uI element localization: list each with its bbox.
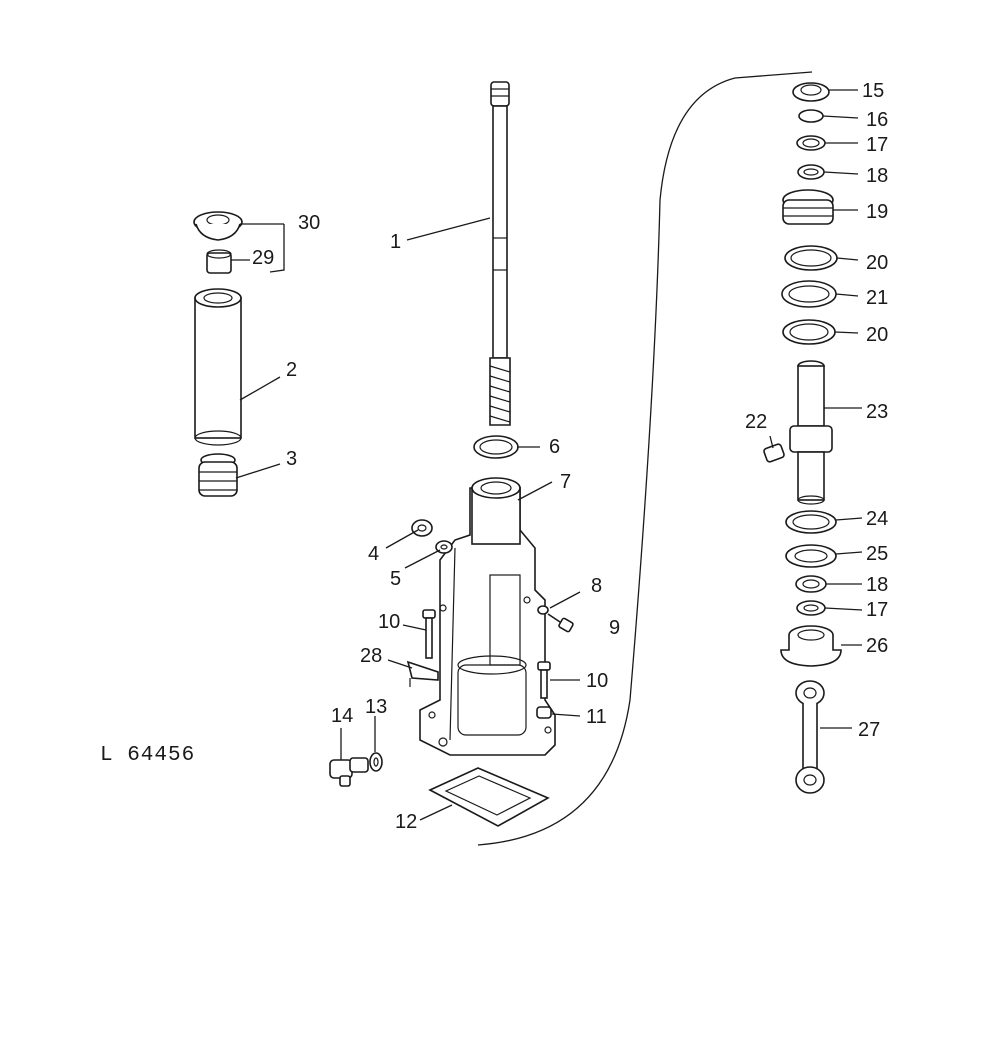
callout-2: 2 (286, 359, 297, 381)
part-8-screw (537, 605, 574, 633)
callout-27: 27 (858, 719, 880, 741)
callout-18-top: 18 (866, 165, 888, 187)
part-17-ring-bottom (796, 600, 826, 616)
part-15-ring (792, 82, 830, 102)
callout-20-bottom: 20 (866, 324, 888, 346)
drawing-code: L 64456 (100, 744, 195, 767)
callout-21: 21 (866, 287, 888, 309)
callout-22: 22 (745, 411, 767, 433)
part-24-ring (785, 510, 837, 534)
callout-30: 30 (298, 212, 320, 234)
part-25-ring (785, 544, 837, 568)
part-28-bracket (406, 660, 439, 687)
callout-8: 8 (591, 575, 602, 597)
callout-25: 25 (866, 543, 888, 565)
part-29-bushing (206, 249, 232, 274)
part-23-piston (789, 360, 833, 505)
part-10-bolt-left (422, 609, 436, 659)
callout-6: 6 (549, 436, 560, 458)
part-12-gasket (428, 767, 550, 827)
part-22-pin (763, 443, 785, 463)
part-18-ring-bottom (795, 575, 827, 593)
callout-18-bottom: 18 (866, 574, 888, 596)
part-27-connecting-rod (795, 680, 825, 794)
part-3-bellows (198, 453, 238, 497)
part-20-ring-bottom (782, 319, 836, 345)
callout-14: 14 (331, 705, 353, 727)
part-21-ring (781, 280, 837, 308)
part-20-ring-top (784, 245, 838, 271)
callout-11: 11 (586, 706, 607, 728)
part-6-oring (473, 435, 519, 459)
part-18-ring-top (797, 164, 825, 180)
part-2-tube (194, 288, 242, 446)
callout-23: 23 (866, 401, 888, 423)
part-1-spindle (489, 81, 511, 426)
assembly-link-curve (477, 71, 813, 846)
part-7-housing (419, 477, 556, 756)
part-19-seal (782, 189, 834, 225)
callout-24: 24 (866, 508, 888, 530)
part-14-fitting (329, 757, 369, 787)
callout-10-left: 10 (378, 611, 400, 633)
part-4-nut (411, 519, 433, 537)
callout-4: 4 (368, 543, 379, 565)
part-5-washer (435, 540, 453, 554)
callout-19: 19 (866, 201, 888, 223)
callout-16: 16 (866, 109, 888, 131)
callout-1: 1 (390, 231, 401, 253)
callout-20-top: 20 (866, 252, 888, 274)
part-11-nut (536, 706, 552, 719)
callout-7: 7 (560, 471, 571, 493)
callout-28: 28 (360, 645, 382, 667)
part-16-ring (798, 109, 824, 123)
callout-3: 3 (286, 448, 297, 470)
part-10-bolt-right (537, 661, 551, 699)
callout-17-bottom: 17 (866, 599, 888, 621)
leader-lines (231, 89, 863, 821)
callout-26: 26 (866, 635, 888, 657)
part-13-washer (369, 752, 383, 772)
callout-5: 5 (390, 568, 401, 590)
callout-15: 15 (862, 80, 884, 102)
callout-12: 12 (395, 811, 417, 833)
callout-13: 13 (365, 696, 387, 718)
callout-29: 29 (252, 247, 274, 269)
part-26-seal-housing (780, 625, 842, 667)
part-17-ring-top (796, 135, 826, 151)
callout-9: 9 (609, 617, 620, 639)
part-30-cap (193, 211, 243, 241)
callout-17-top: 17 (866, 134, 888, 156)
callout-10-right: 10 (586, 670, 608, 692)
